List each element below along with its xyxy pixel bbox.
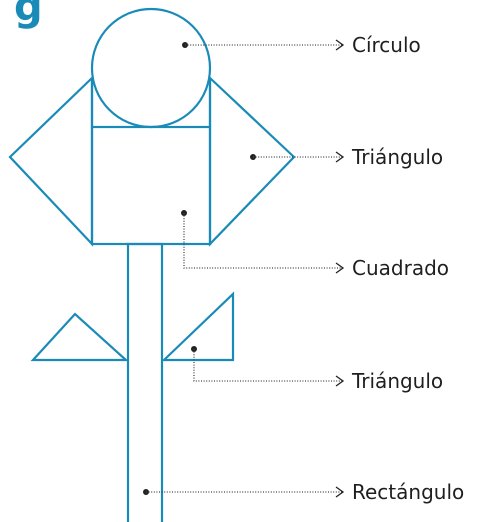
stem-rectangle bbox=[126, 242, 164, 522]
heading-fragment: g bbox=[14, 0, 43, 30]
right-leaf-triangle bbox=[161, 291, 235, 362]
leader-line bbox=[193, 349, 343, 382]
flower-circle bbox=[90, 7, 212, 129]
label-circle: Círculo bbox=[352, 33, 421, 57]
left-leaf-triangle bbox=[30, 312, 129, 362]
leader-circle bbox=[182, 39, 345, 51]
label-rectangle: Rectángulo bbox=[352, 480, 464, 504]
arrow-right-icon bbox=[335, 375, 345, 387]
arrow-right-icon bbox=[335, 151, 345, 163]
leader-line bbox=[183, 213, 343, 269]
right-petal-triangle bbox=[208, 75, 296, 247]
leader-rectangle bbox=[143, 486, 345, 498]
label-triangle-top: Triángulo bbox=[351, 145, 443, 169]
arrow-right-icon bbox=[335, 486, 345, 498]
label-square: Cuadrado bbox=[352, 256, 449, 280]
flower-shapes bbox=[8, 7, 296, 522]
arrow-right-icon bbox=[335, 39, 345, 51]
leader-triangle-bottom bbox=[191, 346, 345, 387]
leader-triangle-top bbox=[250, 151, 345, 163]
flower-square bbox=[90, 125, 212, 246]
arrow-right-icon bbox=[335, 262, 345, 274]
leader-square bbox=[181, 210, 345, 274]
left-petal-triangle bbox=[8, 75, 94, 247]
label-triangle-bottom: Triángulo bbox=[351, 369, 443, 393]
